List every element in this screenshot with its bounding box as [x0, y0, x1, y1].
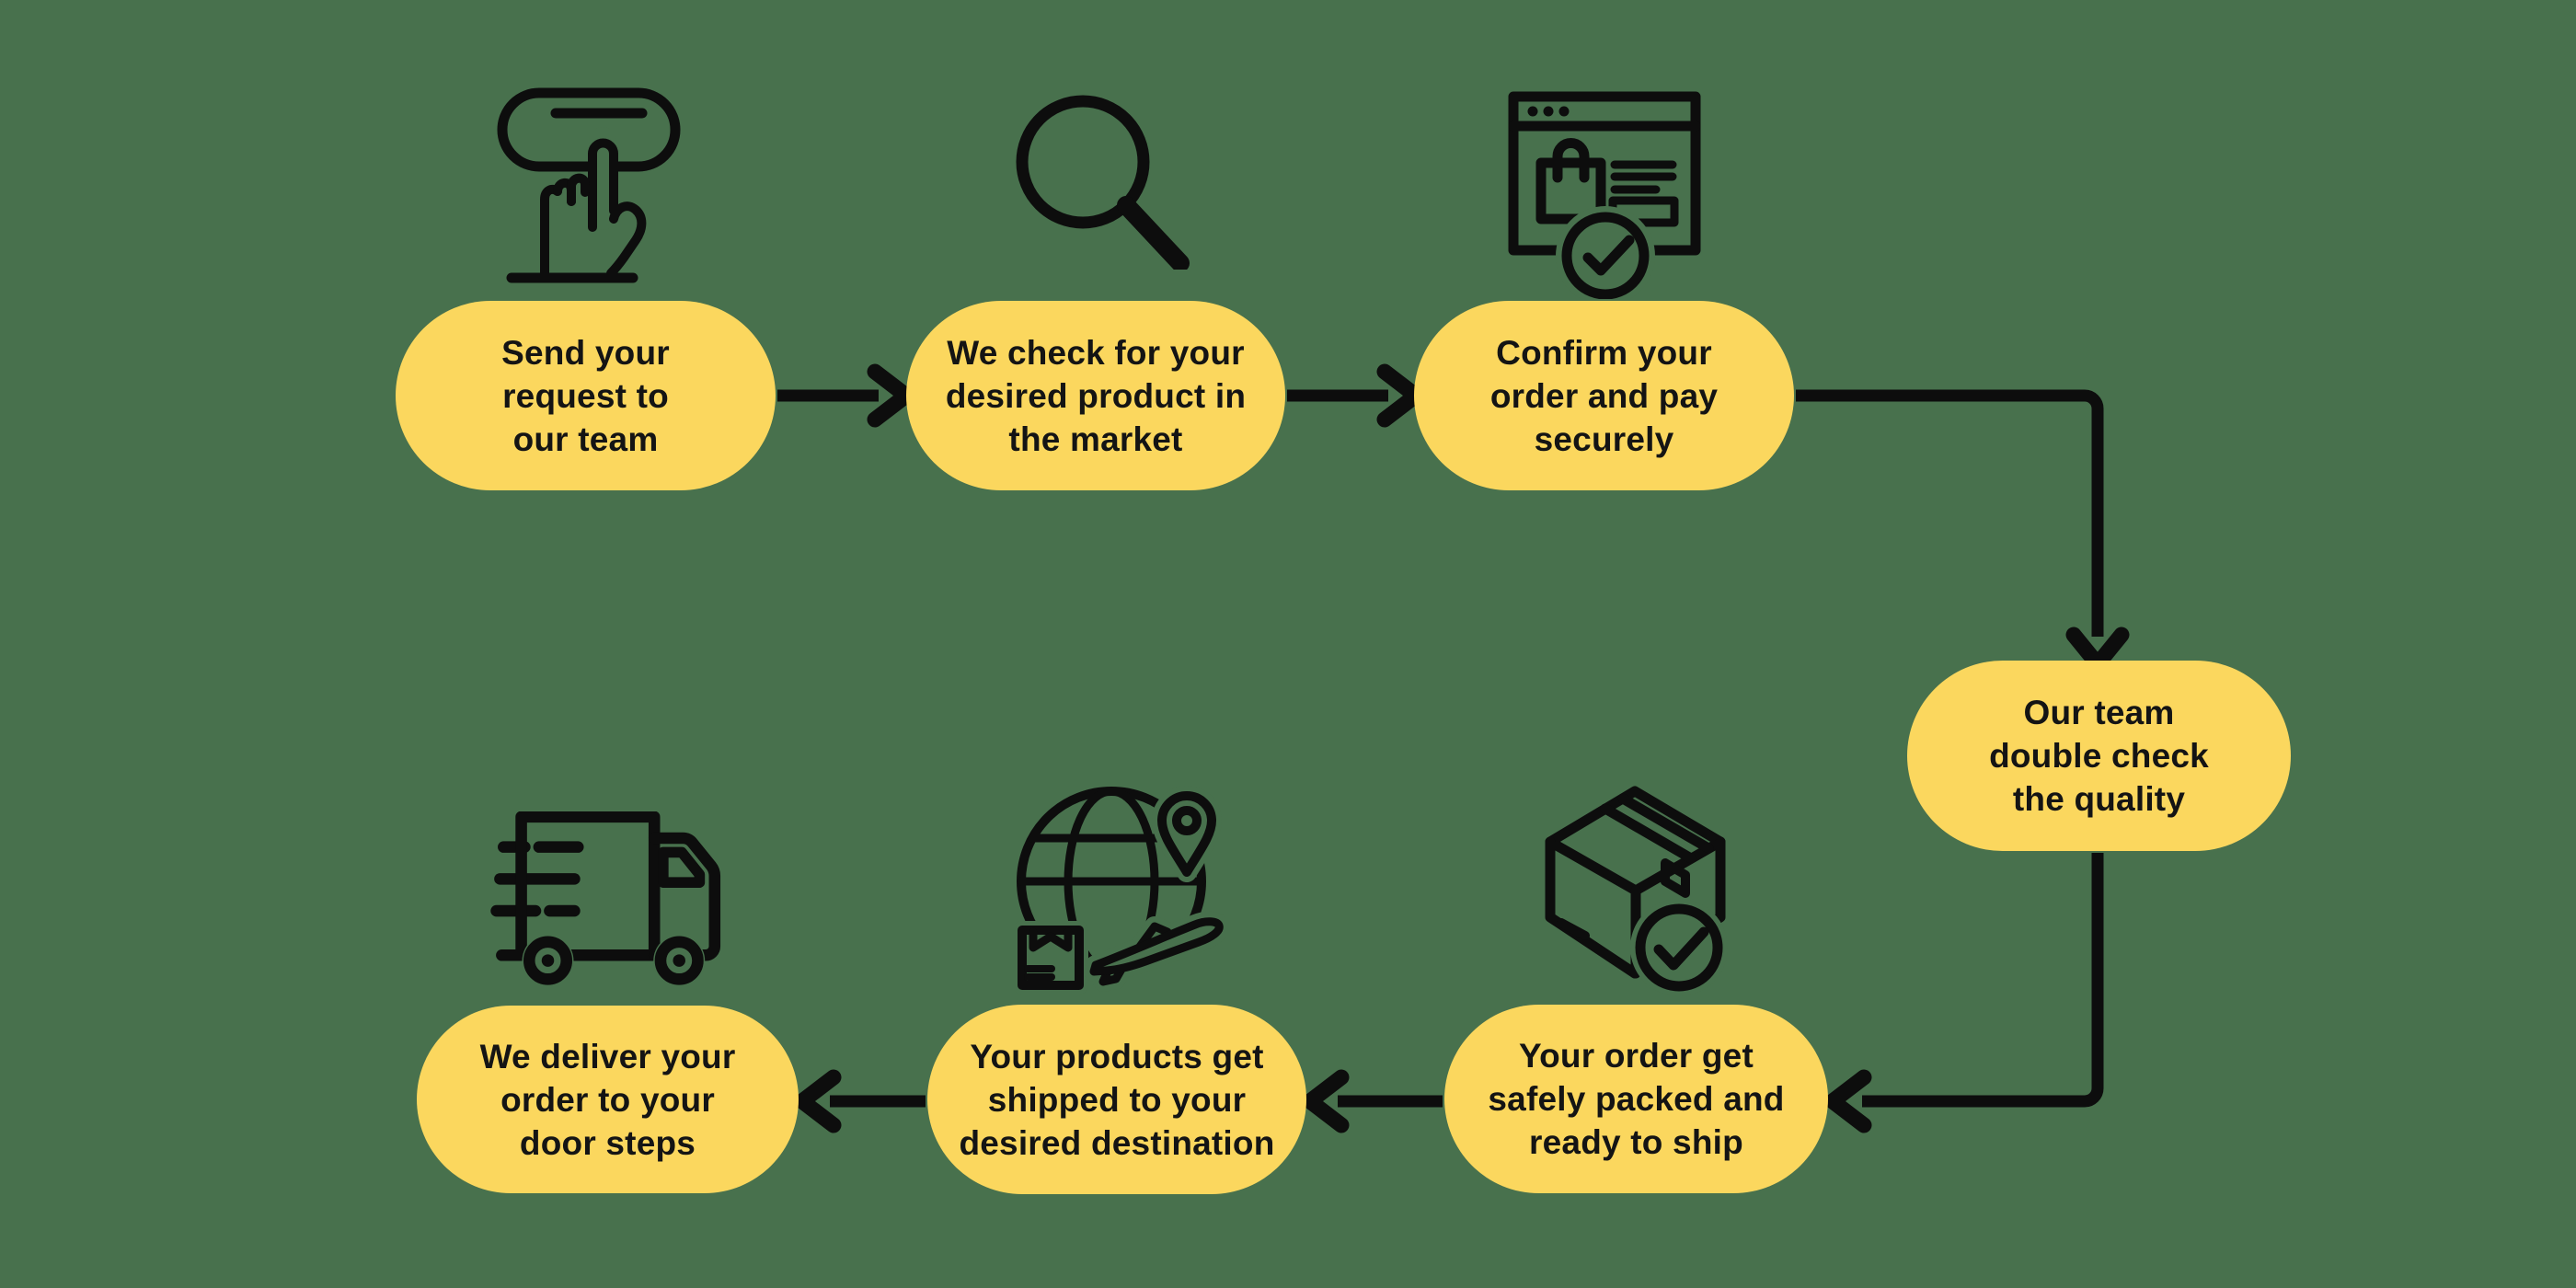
step-label-4: Our team double check the quality: [1989, 694, 2209, 818]
step-bubble-7: We deliver your order to your door steps: [417, 1006, 799, 1193]
step-bubble-6: Your products get shipped to your desire…: [927, 1005, 1306, 1194]
step-label-2: We check for your desired product in the…: [945, 333, 1247, 458]
step-label-1: Send your request to our team: [501, 333, 670, 458]
search-icon: [1016, 95, 1190, 270]
global-shipping-icon: [1015, 786, 1226, 995]
step-bubble-3: Confirm your order and pay securely: [1414, 301, 1794, 490]
step-label-3: Confirm your order and pay securely: [1489, 333, 1719, 458]
step-bubble-5: Your order get safely packed and ready t…: [1444, 1005, 1828, 1193]
arrowhead-step7: [794, 1069, 842, 1133]
step-label-5: Your order get safely packed and ready t…: [1488, 1037, 1785, 1161]
arrowhead-step6: [1302, 1069, 1350, 1133]
step-bubble-4: Our team double check the quality: [1907, 661, 2291, 851]
arrowhead-step2: [867, 363, 914, 428]
step-bubble-2: We check for your desired product in the…: [906, 301, 1285, 490]
arrowhead-step5: [1824, 1069, 1872, 1133]
step-bubble-1: Send your request to our team: [396, 301, 776, 490]
step-label-6: Your products get shipped to your desire…: [959, 1037, 1275, 1162]
delivery-truck-icon: [490, 811, 721, 987]
checkout-browser-icon: [1508, 91, 1701, 299]
button-press-icon: [497, 87, 681, 283]
arrowhead-step3: [1376, 363, 1424, 428]
step-label-7: We deliver your order to your door steps: [479, 1037, 736, 1162]
connector-step3-step4: [1796, 389, 2104, 637]
package-check-icon: [1545, 786, 1728, 996]
connector-step4-step5: [1862, 853, 2104, 1108]
